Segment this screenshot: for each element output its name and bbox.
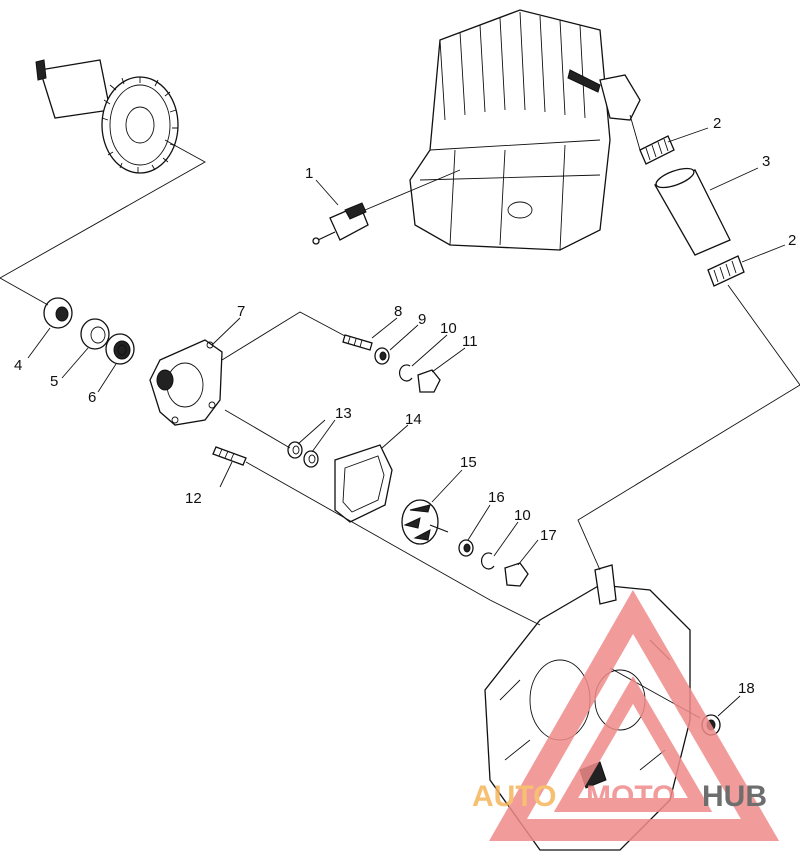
callout-18: 18 <box>738 680 755 697</box>
part-8-stud <box>342 334 373 351</box>
callout-16: 16 <box>488 489 505 506</box>
part-10-clip-lower <box>480 552 495 570</box>
part-13-o-rings <box>287 441 319 468</box>
callout-1: 1 <box>305 165 313 182</box>
callout-15: 15 <box>460 454 477 471</box>
callout-13: 13 <box>335 405 352 422</box>
watermark-logo: AUTO MOTO HUB <box>472 590 780 841</box>
watermark-text-moto: MOTO <box>586 780 675 813</box>
part-5-seal <box>80 318 110 350</box>
part-1-temp-sensor <box>312 202 369 245</box>
part-10-clip-upper <box>398 364 413 382</box>
callout-3: 3 <box>762 153 770 170</box>
watermark-triangle-icon <box>489 590 780 841</box>
part-14-gasket <box>334 444 393 523</box>
callout-17: 17 <box>540 527 557 544</box>
callout-4: 4 <box>14 357 22 374</box>
part-9-washer <box>374 347 390 365</box>
callout-6: 6 <box>88 389 96 406</box>
leader-lines <box>27 127 786 717</box>
part-4-bearing <box>43 297 73 329</box>
watermark-text-auto: AUTO <box>472 780 556 813</box>
part-16-washer <box>458 539 474 557</box>
balance-shaft-gear <box>35 59 179 174</box>
callout-14: 14 <box>405 411 422 428</box>
engine-cylinder <box>409 9 641 251</box>
callout-11: 11 <box>462 333 478 350</box>
callout-2-upper: 2 <box>713 115 721 132</box>
callout-10-lower: 10 <box>514 507 531 524</box>
callout-10-upper: 10 <box>440 320 457 337</box>
callout-12: 12 <box>185 490 202 507</box>
callout-7: 7 <box>237 303 245 320</box>
part-6-bearing <box>105 333 135 365</box>
part-15-impeller <box>401 499 449 545</box>
part-2-hose-clamp-upper <box>639 135 675 165</box>
part-17-nut <box>504 562 529 587</box>
part-11-nut <box>417 369 441 393</box>
part-2-hose-clamp-lower <box>707 255 745 287</box>
callout-5: 5 <box>50 373 58 390</box>
callout-2-lower: 2 <box>788 232 796 249</box>
watermark-text-hub: HUB <box>702 780 767 813</box>
callout-numbers: 1 2 3 2 4 5 6 7 8 9 10 11 13 14 12 15 16… <box>14 115 796 697</box>
watermark-inner-triangle-icon <box>553 676 713 812</box>
part-12-stud <box>212 446 247 466</box>
callout-8: 8 <box>394 303 402 320</box>
part-7-pump-housing <box>149 339 223 426</box>
part-3-coolant-hose <box>654 167 731 256</box>
callout-9: 9 <box>418 311 426 328</box>
